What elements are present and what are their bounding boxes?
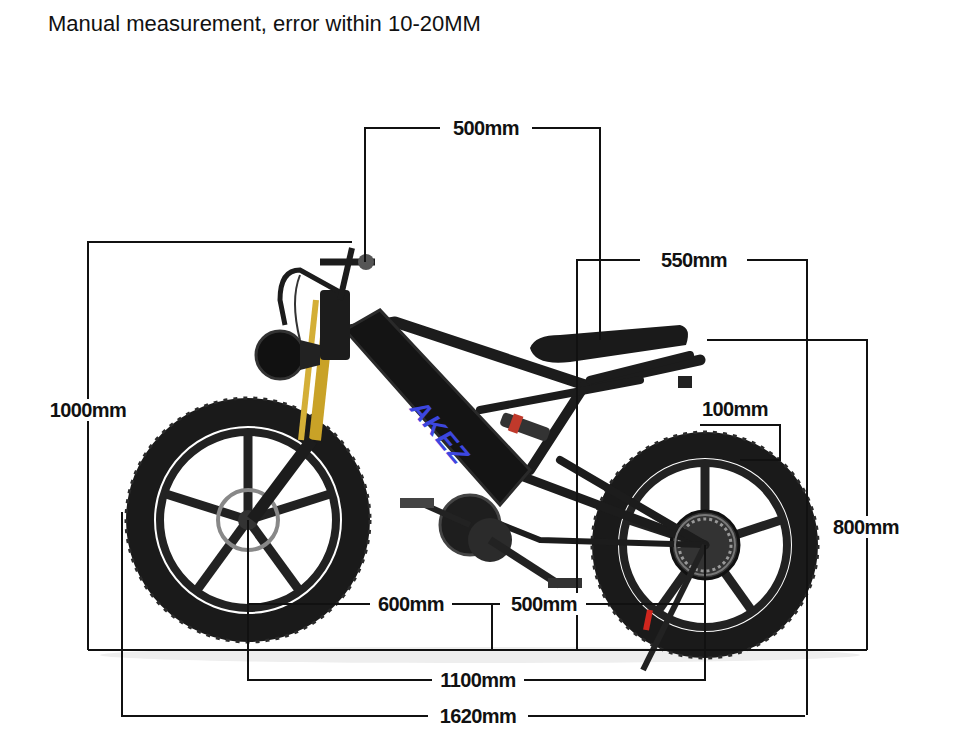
dimension-label: 1000mm xyxy=(47,399,129,421)
dimension-label: 1100mm xyxy=(437,669,518,691)
dimension-label: 800mm xyxy=(830,516,902,538)
dimension-label: 1620mm xyxy=(437,705,519,727)
dimension-label: 550mm xyxy=(658,249,730,271)
dimension-label: 500mm xyxy=(450,117,522,139)
dimension-label: 600mm xyxy=(375,593,447,615)
dimension-label: 500mm xyxy=(508,593,580,615)
dimension-label: 100mm xyxy=(699,398,771,420)
page-title: Manual measurement, error within 10-20MM xyxy=(48,13,481,35)
